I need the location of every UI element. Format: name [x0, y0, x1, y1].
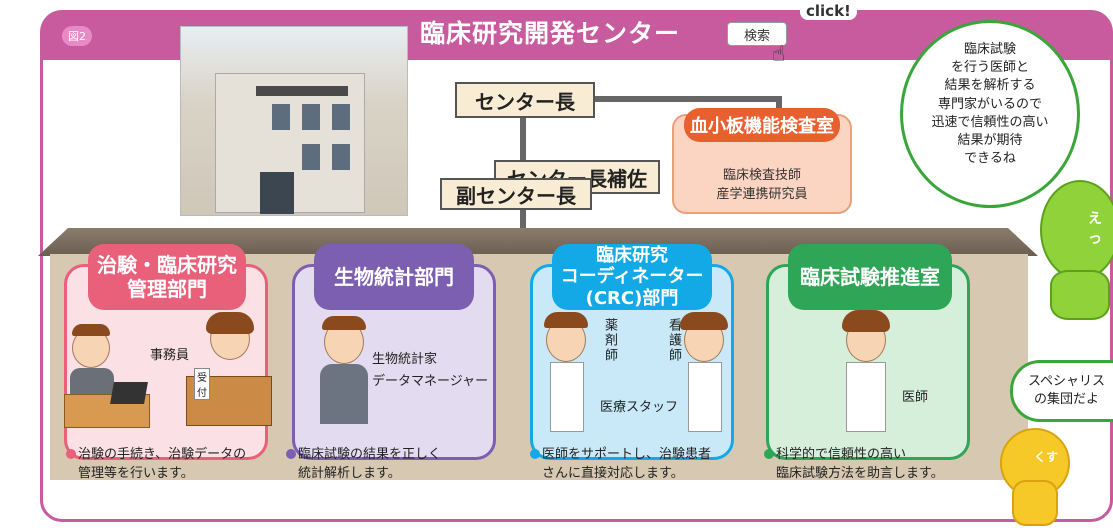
bubble-line: 結果が期待 — [957, 132, 1023, 148]
desc-line: 医師をサポートし、治験患者 — [542, 447, 712, 462]
desc-line: さんに直接対応します。 — [542, 465, 684, 481]
clerk-hair — [72, 324, 110, 336]
dept-crc-title: 臨床研究 コーディネーター (CRC)部門 — [552, 244, 712, 310]
dept-stats-desc: 臨床試験の結果を正しく 統計解析します。 — [286, 446, 441, 484]
green-mascot-body — [1050, 270, 1110, 320]
dept-promotion-desc: 科学的で信頼性の高い 臨床試験方法を助言します。 — [764, 446, 944, 484]
bullet-icon — [764, 449, 774, 459]
bubble-line: 臨床試験 — [963, 42, 1016, 57]
dept-title-line: 臨床試験推進室 — [800, 265, 940, 289]
window — [302, 104, 320, 130]
desc-line: 管理等を行います。 — [78, 465, 194, 481]
mascot-text: くす — [1034, 450, 1059, 464]
bubble-line: の集団だよ — [1033, 392, 1099, 408]
building-door — [260, 172, 294, 214]
bubble-line: スペシャリス — [1027, 374, 1106, 389]
desc-line: 科学的で信頼性の高い — [776, 447, 907, 462]
blood-lab-role: 産学連携研究員 — [716, 187, 808, 202]
desc-line: 臨床試験の結果を正しく — [298, 447, 442, 462]
doctor-coat — [846, 362, 886, 432]
reception-sign: 受付 — [194, 368, 210, 400]
building-photo — [180, 26, 408, 216]
bullet-icon — [66, 449, 76, 459]
vice-box: 副センター長 — [440, 178, 592, 210]
pharmacist-coat — [550, 362, 584, 432]
director-box: センター長 — [455, 82, 595, 118]
role-label: 事務員 — [150, 348, 190, 363]
window — [332, 144, 350, 170]
figure-badge: 図2 — [62, 26, 92, 46]
dept-title-line: 治験・臨床研究 — [97, 253, 237, 277]
building-body — [215, 73, 365, 214]
role-label: データマネージャー — [372, 374, 489, 389]
dept-title-line: コーディネーター — [560, 266, 704, 288]
blood-lab-role: 臨床検査技師 — [722, 168, 801, 183]
green-mascot — [1040, 180, 1113, 280]
pharmacist-hair — [544, 312, 588, 328]
role-label: 生物統計家 — [372, 352, 438, 367]
nurse-uniform — [688, 362, 722, 432]
role-label: 医師 — [902, 390, 929, 405]
dept-crc-desc: 医師をサポートし、治験患者 さんに直接対応します。 — [530, 446, 711, 484]
speech-bubble-top: 臨床試験 を行う医師と 結果を解析する 専門家がいるので 迅速で信頼性の高い 結… — [900, 20, 1080, 208]
search-button[interactable]: 検索 — [727, 22, 787, 46]
laptop-icon — [110, 382, 148, 404]
yellow-mascot-body — [1012, 480, 1058, 526]
dept-title-line: 臨床研究 — [596, 244, 668, 266]
building-sign — [256, 86, 348, 96]
dept-title-line: (CRC)部門 — [585, 287, 679, 309]
page-title: 臨床研究開発センター — [420, 19, 681, 48]
dept-title-line: 管理部門 — [127, 277, 207, 301]
desc-line: 統計解析します。 — [298, 465, 401, 481]
bubble-line: 専門家がいるので — [937, 96, 1042, 112]
desc-line: 臨床試験方法を助言します。 — [776, 465, 944, 481]
dept-admin-desc: 治験の手続き、治験データの 管理等を行います。 — [66, 446, 246, 484]
role-label-vertical: 看護師 — [666, 318, 681, 363]
window — [272, 104, 290, 130]
dept-title-line: 生物統計部門 — [334, 265, 454, 289]
click-label: click! — [800, 2, 857, 20]
dept-stats-title: 生物統計部門 — [314, 244, 474, 310]
role-label-vertical: 薬剤師 — [602, 318, 617, 363]
bullet-icon — [530, 449, 540, 459]
role-label: 医療スタッフ — [600, 400, 679, 415]
bullet-icon — [286, 449, 296, 459]
mascot-text: えっ — [1088, 211, 1102, 247]
dept-admin-title: 治験・臨床研究 管理部門 — [88, 244, 246, 310]
bubble-line: 結果を解析する — [944, 78, 1036, 94]
dept-promotion-title: 臨床試験推進室 — [788, 244, 952, 310]
receptionist-hair — [206, 312, 254, 334]
bubble-line: 迅速で信頼性の高い — [931, 114, 1049, 130]
nurse-hair — [680, 312, 728, 330]
window — [302, 144, 320, 170]
desc-line: 治験の手続き、治験データの — [78, 447, 247, 462]
blood-lab-title: 血小板機能検査室 — [684, 108, 840, 142]
window — [332, 104, 350, 130]
bubble-line: できるね — [964, 151, 1016, 167]
yellow-mascot — [1000, 428, 1070, 498]
bubble-line: を行う医師と — [950, 60, 1029, 76]
statistician-body — [320, 364, 368, 424]
doctor-hair — [842, 310, 890, 332]
org-connector — [590, 96, 780, 102]
hand-cursor-icon: ☝ — [772, 42, 786, 67]
statistician-hair — [322, 316, 366, 330]
speech-bubble-bottom: スペシャリス の集団だよ — [1010, 360, 1113, 422]
